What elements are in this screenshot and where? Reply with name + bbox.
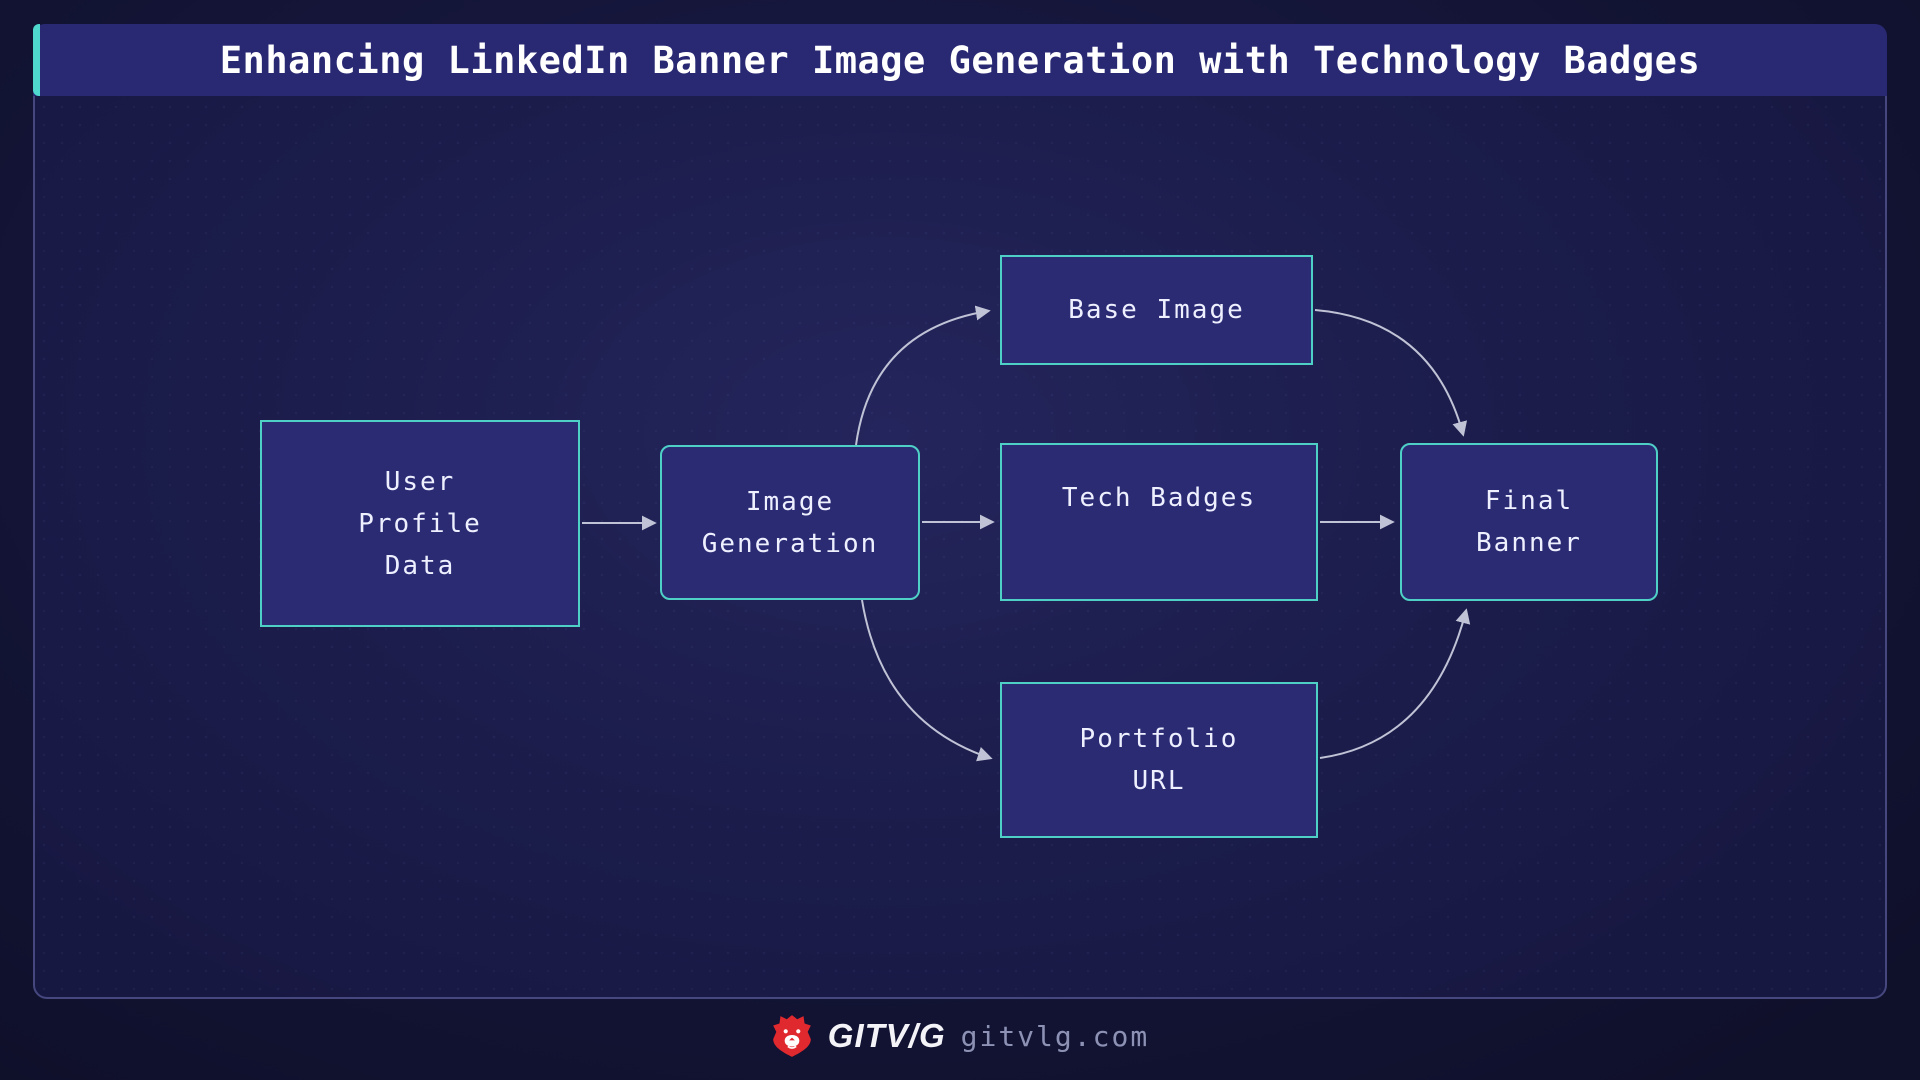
node-label-line: Image <box>745 486 835 517</box>
website-url: gitvlg.com <box>960 1019 1150 1053</box>
title-accent-bar <box>33 24 40 96</box>
node-tech-badges: Tech Badges <box>1000 443 1318 601</box>
title-bar: Enhancing LinkedIn Banner Image Generati… <box>33 24 1887 96</box>
node-base-image: Base Image <box>1000 255 1313 365</box>
lion-icon <box>772 1015 811 1057</box>
node-label-line: Data <box>384 550 456 581</box>
diagram-title: Enhancing LinkedIn Banner Image Generati… <box>219 38 1701 82</box>
footer-brand-bar: GITV/G gitvlg.com <box>0 1006 1920 1066</box>
node-label-line: User <box>384 466 456 497</box>
node-label-line: Portfolio <box>1079 724 1239 754</box>
node-label-line: Banner <box>1476 528 1582 558</box>
node-label-line: Final <box>1484 486 1574 516</box>
edge-image-generation-to-base-image <box>855 305 991 446</box>
edge-image-generation-to-portfolio-url <box>861 599 993 762</box>
node-label-line: Tech Badges <box>1061 483 1257 513</box>
node-label-line: Generation <box>701 528 879 559</box>
edge-base-image-to-final-banner <box>1314 309 1468 437</box>
node-image-generation: Image Generation <box>660 445 920 600</box>
node-label-line: URL <box>1132 766 1186 796</box>
brand-name: GITV/G <box>827 1017 946 1054</box>
node-portfolio-url: Portfolio URL <box>1000 682 1318 838</box>
node-final-banner: Final Banner <box>1400 443 1658 601</box>
edge-portfolio-url-to-final-banner <box>1319 608 1471 759</box>
node-label-line: Base Image <box>1068 295 1245 325</box>
node-user-profile-data: User Profile Data <box>260 420 580 627</box>
node-label-line: Profile <box>358 508 482 539</box>
